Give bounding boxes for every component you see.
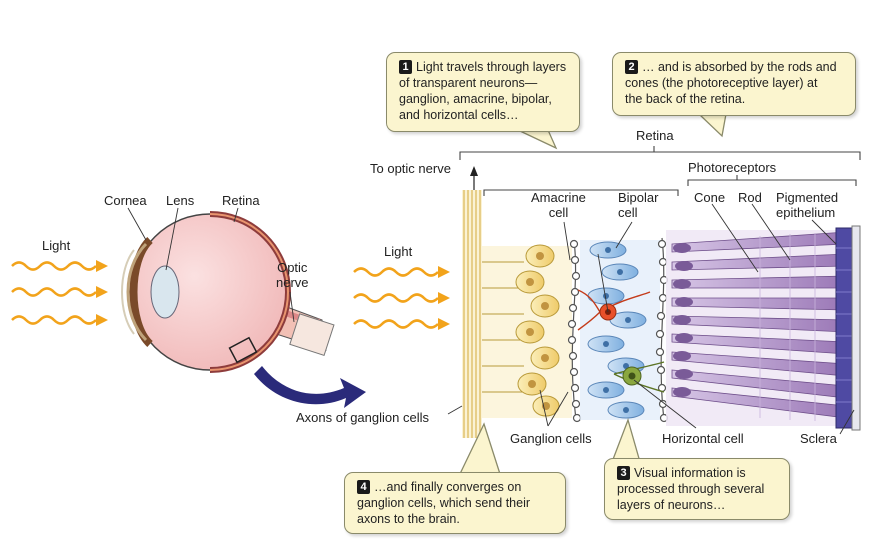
bipolar-cell-layer xyxy=(580,240,660,420)
retina-label-leaders xyxy=(447,203,855,435)
callout-1-number: 1 xyxy=(399,60,412,74)
label-rod: Rod xyxy=(738,190,762,205)
retina-section xyxy=(462,190,861,438)
label-bipolar-cell: Bipolar cell xyxy=(618,190,659,220)
label-retina-eye: Retina xyxy=(222,193,260,208)
callout-4-number: 4 xyxy=(357,480,370,494)
pigmented-epithelium xyxy=(835,225,861,431)
callout-2: 2… and is absorbed by the rods and cones… xyxy=(612,52,856,116)
light-waves-right xyxy=(353,267,439,329)
outer-plexiform-layer xyxy=(655,237,669,423)
photoreceptor-layer xyxy=(666,230,847,426)
callout-2-text: … and is absorbed by the rods and cones … xyxy=(625,60,837,106)
amacrine-cell xyxy=(577,289,651,331)
label-lens: Lens xyxy=(166,193,195,208)
label-cone: Cone xyxy=(694,190,726,205)
light-wave-arrowheads-right xyxy=(438,266,450,330)
label-sclera: Sclera xyxy=(800,431,837,446)
label-photoreceptors: Photoreceptors xyxy=(688,160,777,175)
callout-3-number: 3 xyxy=(617,466,630,480)
light-wave-arrowheads-left xyxy=(96,260,108,326)
label-retina-bracket: Retina xyxy=(636,128,674,143)
label-ganglion-cells: Ganglion cells xyxy=(510,431,592,446)
label-optic-nerve: Optic nerve xyxy=(276,260,309,290)
axon-fiber-bundle xyxy=(463,190,481,438)
callout-4: 4…and finally converges on ganglion cell… xyxy=(344,472,566,534)
label-axons-ganglion: Axons of ganglion cells xyxy=(296,410,429,425)
eye-label-leaders xyxy=(127,207,295,323)
label-amacrine-cell: Amacrine cell xyxy=(531,190,586,220)
eyeball xyxy=(121,211,335,373)
light-waves-left xyxy=(11,261,97,325)
amacrine-bracket xyxy=(483,189,679,196)
callout-2-number: 2 xyxy=(625,60,638,74)
retina-bracket xyxy=(459,146,861,160)
zoom-arrow xyxy=(254,366,366,408)
label-pigmented-epithelium: Pigmented epithelium xyxy=(776,190,839,220)
callout-pointers xyxy=(457,113,727,479)
label-to-optic-nerve: To optic nerve xyxy=(370,161,451,176)
callout-3-text: Visual information is processed through … xyxy=(617,466,765,512)
label-light-left: Light xyxy=(42,238,71,253)
photoreceptors-bracket xyxy=(687,175,857,186)
label-horizontal-cell: Horizontal cell xyxy=(662,431,744,446)
callout-1-text: Light travels through layers of transpar… xyxy=(399,60,567,122)
label-cornea: Cornea xyxy=(104,193,147,208)
label-light-right: Light xyxy=(384,244,413,259)
to-optic-nerve-arrow xyxy=(470,166,478,190)
ganglion-cell-layer xyxy=(482,244,572,418)
callout-4-text: …and finally converges on ganglion cells… xyxy=(357,480,531,526)
